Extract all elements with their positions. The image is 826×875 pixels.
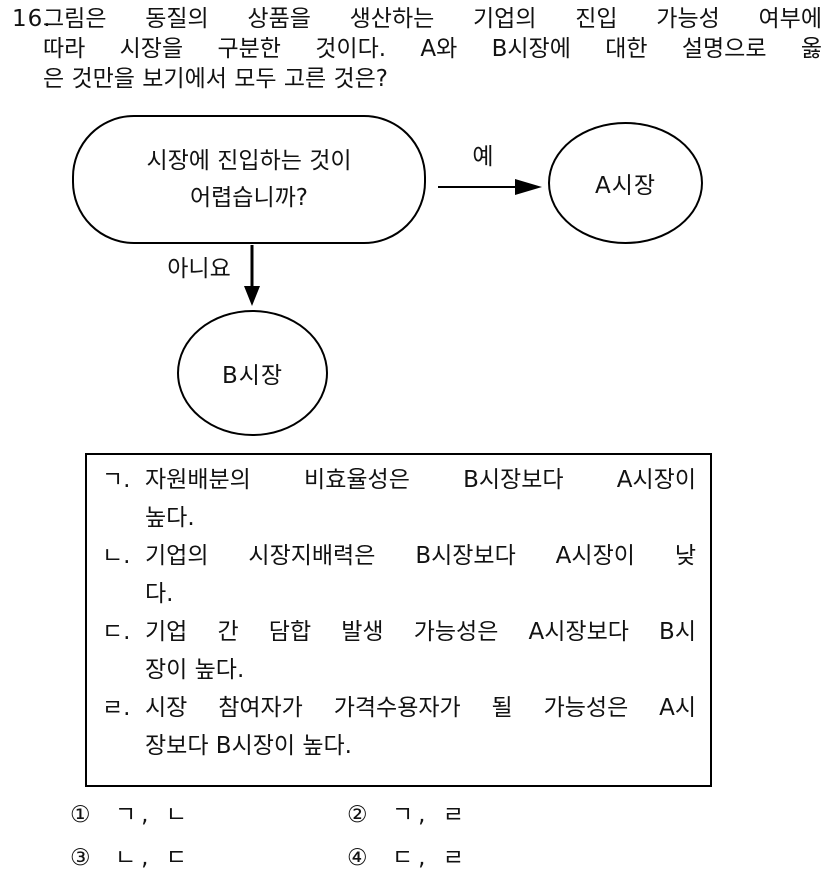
question-number: 16.	[12, 6, 52, 32]
choice-item-1: ① ㄱ, ㄴ	[70, 802, 347, 829]
choice-1-label: ㄱ, ㄴ	[114, 802, 192, 828]
option-d-line-1: 기업 간 담합 발생 가능성은 A시장보다 B시	[145, 619, 696, 645]
option-r-line-1: 시장 참여자가 가격수용자가 될 가능성은 A시	[145, 695, 696, 721]
option-n-line-1: 기업의 시장지배력은 B시장보다 A시장이 낮	[145, 543, 696, 569]
choice-4-number: ④	[347, 845, 368, 871]
option-n-line-2: 다.	[145, 581, 174, 607]
option-marker-n: ㄴ.	[102, 543, 131, 569]
option-g-line-1: 자원배분의 비효율성은 B시장보다 A시장이	[145, 467, 696, 493]
option-item-n: ㄴ. 기업의 시장지배력은 B시장보다 A시장이 낮 다.	[87, 537, 696, 613]
market-flowchart: 시장에 진입하는 것이 어렵습니까? 예 아니요 A시장 B시장	[0, 105, 826, 453]
question-line-2: 따라 시장을 구분한 것이다. A와 B시장에 대한 설명으로 옳	[43, 36, 822, 62]
option-item-r: ㄹ. 시장 참여자가 가격수용자가 될 가능성은 A시 장보다 B시장이 높다.	[87, 689, 696, 765]
decision-node: 시장에 진입하는 것이 어렵습니까?	[72, 115, 426, 244]
question-stem: 그림은 동질의 상품을 생산하는 기업의 진입 가능성 여부에 따라 시장을 구…	[43, 4, 822, 94]
question-line-1: 그림은 동질의 상품을 생산하는 기업의 진입 가능성 여부에	[43, 6, 822, 32]
option-marker-g: ㄱ.	[102, 467, 131, 493]
option-marker-d: ㄷ.	[102, 619, 131, 645]
option-text-g: 자원배분의 비효율성은 B시장보다 A시장이 높다.	[145, 461, 696, 537]
option-d-line-2: 장이 높다.	[145, 657, 245, 683]
choice-2-label: ㄱ, ㄹ	[391, 802, 469, 828]
choice-3-number: ③	[70, 845, 91, 871]
answer-choices: ① ㄱ, ㄴ ② ㄱ, ㄹ ③ ㄴ, ㄷ ④ ㄷ, ㄹ	[70, 802, 690, 872]
choice-item-2: ② ㄱ, ㄹ	[347, 802, 690, 829]
market-b-node: B시장	[177, 310, 328, 436]
option-marker-r: ㄹ.	[102, 695, 131, 721]
no-label: 아니요	[167, 256, 231, 282]
option-g-line-2: 높다.	[145, 505, 195, 531]
choice-4-label: ㄷ, ㄹ	[391, 845, 469, 871]
decision-line-2: 어렵습니까?	[189, 184, 308, 211]
market-a-node: A시장	[548, 122, 703, 244]
option-text-n: 기업의 시장지배력은 B시장보다 A시장이 낮 다.	[145, 537, 696, 613]
option-text-d: 기업 간 담합 발생 가능성은 A시장보다 B시 장이 높다.	[145, 613, 696, 689]
yes-arrow	[438, 179, 542, 195]
choice-item-3: ③ ㄴ, ㄷ	[70, 845, 347, 872]
options-box: ㄱ. 자원배분의 비효율성은 B시장보다 A시장이 높다. ㄴ. 기업의 시장지…	[85, 453, 712, 787]
option-item-g: ㄱ. 자원배분의 비효율성은 B시장보다 A시장이 높다.	[87, 461, 696, 537]
choice-2-number: ②	[347, 802, 368, 828]
yes-label: 예	[472, 144, 494, 170]
decision-line-1: 시장에 진입하는 것이	[146, 147, 352, 174]
choice-3-label: ㄴ, ㄷ	[114, 845, 192, 871]
question-line-3: 은 것만을 보기에서 모두 고른 것은?	[43, 66, 389, 92]
option-r-line-2: 장보다 B시장이 높다.	[145, 733, 352, 759]
option-text-r: 시장 참여자가 가격수용자가 될 가능성은 A시 장보다 B시장이 높다.	[145, 689, 696, 765]
choice-1-number: ①	[70, 802, 91, 828]
choice-item-4: ④ ㄷ, ㄹ	[347, 845, 690, 872]
no-arrow	[244, 245, 260, 306]
option-item-d: ㄷ. 기업 간 담합 발생 가능성은 A시장보다 B시 장이 높다.	[87, 613, 696, 689]
